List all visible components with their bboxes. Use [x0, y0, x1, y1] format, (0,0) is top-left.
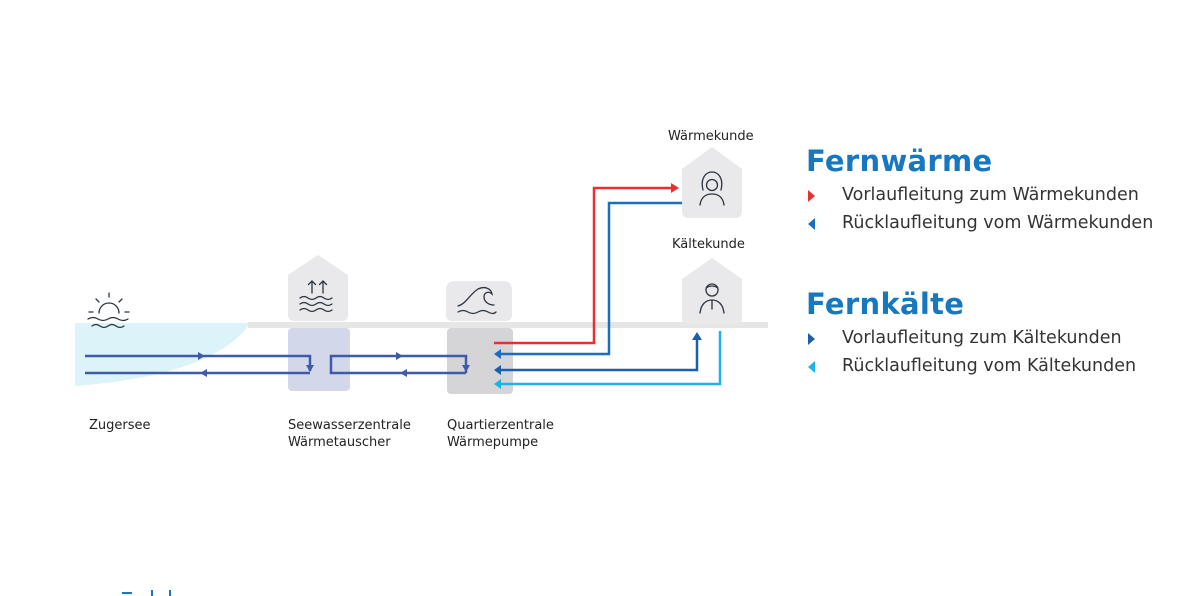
cooling-flow-pipe	[498, 337, 699, 372]
ground-line	[248, 322, 768, 328]
red-triangle-right-icon	[808, 190, 815, 202]
sunset-over-water-icon	[87, 292, 130, 329]
heat-customer-house	[682, 147, 742, 218]
blue-triangle-left-icon	[808, 218, 815, 230]
cooling-return-legend-label: Rücklaufleitung vom Kältekunden	[842, 356, 1137, 376]
man-avatar-icon	[699, 283, 725, 314]
cooling-return-arrow	[494, 379, 501, 389]
heating-legend-title: Fernwärme	[806, 144, 993, 178]
district-station-label-line2: Wärmepumpe	[447, 435, 539, 450]
lake-water	[75, 323, 250, 386]
woman-avatar-icon	[699, 171, 725, 206]
heat-customer-label: Wärmekunde	[668, 129, 754, 144]
light-blue-triangle-left-icon	[808, 361, 815, 373]
rising-heat-waves-icon	[299, 280, 333, 313]
cooling-customer-label: Kältekunde	[672, 237, 745, 252]
district-station-building	[446, 281, 513, 394]
heating-flow-legend-label: Vorlaufleitung zum Wärmekunden	[842, 185, 1139, 205]
cooling-return-pipe	[498, 331, 722, 386]
cooling-flow-legend-label: Vorlaufleitung zum Kältekunden	[842, 328, 1122, 348]
seawater-station-label-line1: Seewasserzentrale	[288, 418, 411, 433]
district-station-label: Quartierzentrale Wärmepumpe	[447, 417, 554, 451]
heating-return-arrow	[494, 349, 501, 359]
wave-icon	[457, 287, 497, 315]
seawater-station-building	[288, 255, 350, 391]
seawater-station-label: Seewasserzentrale Wärmetauscher	[288, 417, 411, 451]
heating-return-pipe	[498, 201, 682, 356]
cooling-customer-house	[682, 258, 742, 324]
cooling-legend-title: Fernkälte	[806, 287, 965, 321]
cooling-flow-arrow-left	[494, 365, 501, 375]
blue-triangle-right-icon	[808, 333, 815, 345]
cropped-bottom-graphic	[122, 590, 171, 596]
heating-flow-pipe	[494, 186, 672, 345]
heating-flow-arrow	[671, 183, 679, 193]
district-station-label-line1: Quartierzentrale	[447, 418, 554, 433]
seawater-station-label-line2: Wärmetauscher	[288, 435, 391, 450]
lake-loop-arrows	[198, 352, 470, 377]
heating-return-legend-label: Rücklaufleitung vom Wärmekunden	[842, 213, 1154, 233]
cooling-flow-arrow-up	[692, 332, 702, 340]
lake-label: Zugersee	[89, 418, 151, 433]
